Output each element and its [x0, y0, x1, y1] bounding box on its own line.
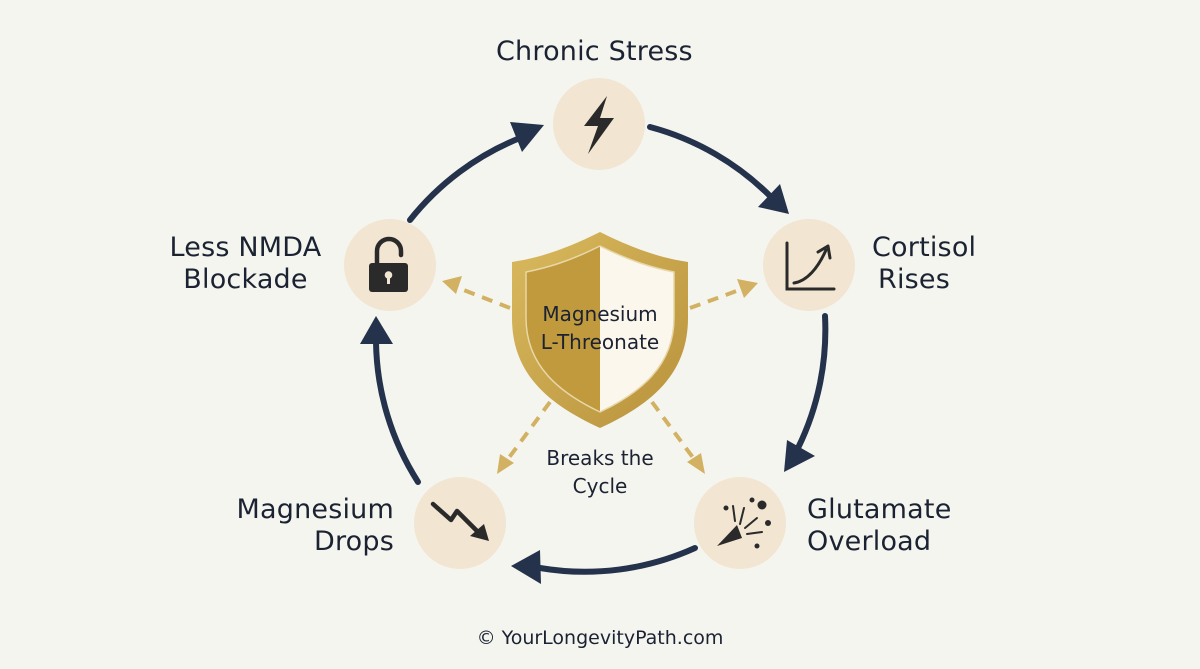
trend-down-icon: [430, 501, 489, 541]
dash-head-to-glutamate: [687, 453, 705, 474]
label-cortisol-rises: Cortisol Rises: [872, 232, 977, 295]
arc-magnesium-to-nmda: [373, 339, 421, 485]
shield-icon: [512, 232, 688, 428]
breaks-cycle-caption: Breaks the Cycle: [546, 446, 654, 498]
unlocked-padlock-icon: [369, 236, 408, 292]
arrowhead-to-cortisol: [758, 184, 789, 214]
arrowhead-to-nmda: [360, 316, 393, 344]
arc-stress-to-cortisol: [647, 124, 775, 201]
arrowhead-to-stress: [510, 122, 544, 152]
dash-to-magnesium: [506, 400, 552, 461]
dash-head-to-nmda: [442, 276, 462, 294]
lightning-bolt-icon: [584, 96, 614, 154]
arrowhead-to-glutamate: [784, 440, 815, 472]
copyright-text: © YourLongevityPath.com: [476, 627, 724, 649]
label-glutamate-overload: Glutamate Overload: [807, 494, 952, 557]
arc-nmda-to-stress: [407, 135, 523, 223]
arc-cortisol-to-glutamate: [795, 313, 829, 451]
dash-head-to-cortisol: [737, 279, 758, 298]
label-less-nmda-blockade: Less NMDA Blockade: [169, 232, 322, 295]
dash-to-nmda: [455, 285, 511, 310]
rising-chart-icon: [785, 241, 836, 291]
arc-glutamate-to-magnesium: [537, 545, 698, 575]
node-circle-cortisol-rises: [763, 219, 855, 311]
dash-to-cortisol: [689, 287, 743, 310]
shield-label: Magnesium L-Threonate: [540, 302, 660, 354]
dash-to-glutamate: [650, 400, 696, 461]
dash-head-to-magnesium: [497, 454, 514, 474]
label-chronic-stress: Chronic Stress: [496, 36, 693, 67]
label-magnesium-drops: Magnesium Drops: [236, 494, 394, 557]
arrowhead-to-magnesium: [511, 550, 541, 584]
party-popper-icon: [717, 497, 771, 549]
node-circle-magnesium-drops: [414, 477, 506, 569]
